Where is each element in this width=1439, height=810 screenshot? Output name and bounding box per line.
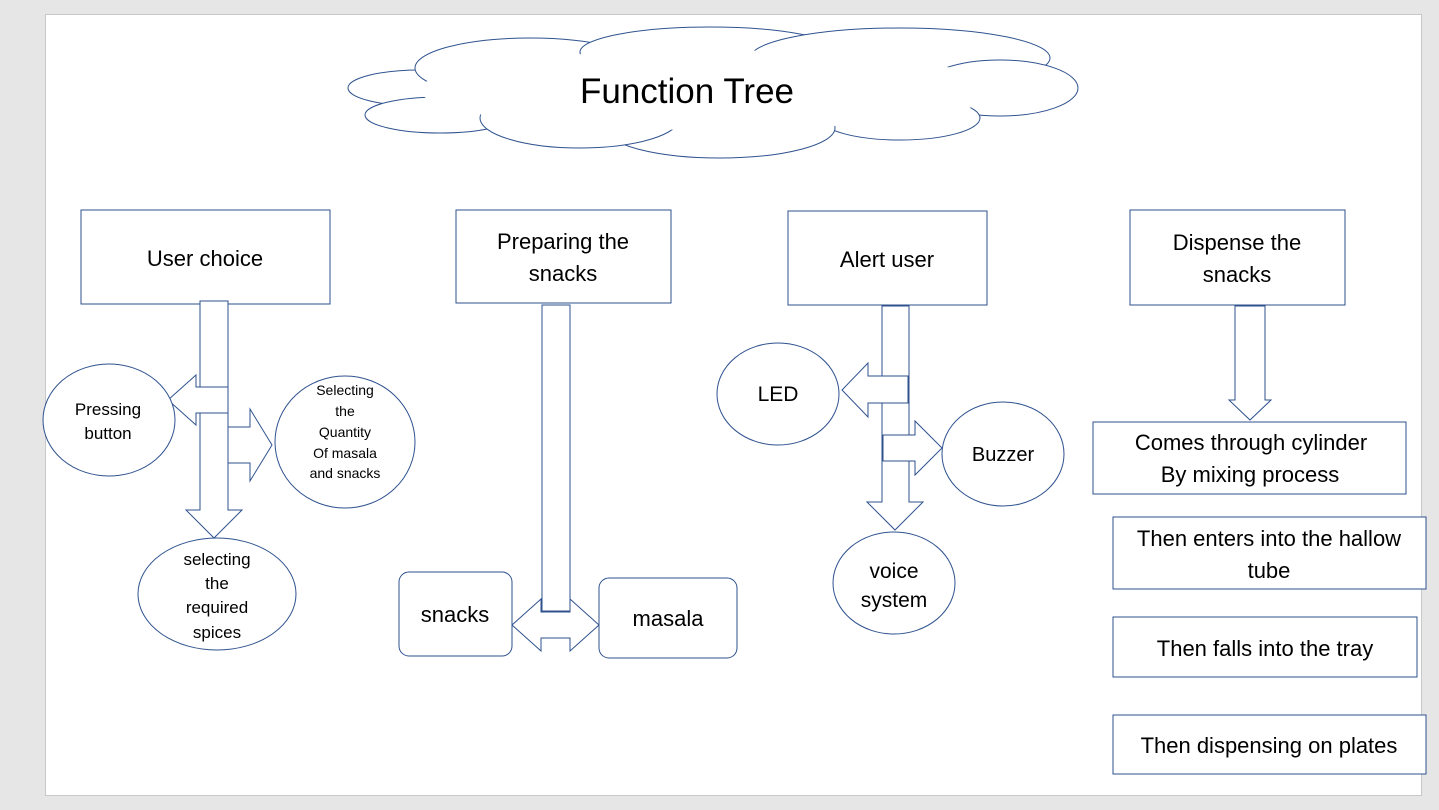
snacks-node (398, 571, 513, 657)
preparing-heading-line-1: Preparing the (497, 229, 629, 254)
selecting-spices-line-3: required (186, 598, 248, 617)
selecting-spices-line-1: selecting (183, 550, 250, 569)
user-choice-heading: User choice (147, 246, 263, 271)
step-1-line-2: By mixing process (1161, 462, 1340, 487)
dispense-heading-line-1: Dispense the (1173, 230, 1301, 255)
left-arrow (167, 373, 229, 427)
voice-system-line-1: voice (869, 560, 918, 583)
title-cloud (347, 26, 1079, 159)
down-arrow-2 (865, 305, 925, 531)
step-3-label: Then falls into the tray (1157, 636, 1373, 661)
selecting-spices-node (137, 537, 297, 651)
down-bar (541, 304, 571, 612)
selecting-spices-line-2: the (205, 574, 229, 593)
selecting-quantity-line-2: the (335, 403, 355, 419)
snacks-label: snacks (421, 602, 489, 627)
right-arrow (227, 407, 273, 483)
selecting-quantity-line-3: Quantity (319, 424, 371, 440)
selecting-spices-line-4: spices (193, 623, 241, 642)
step-4-label: Then dispensing on plates (1141, 733, 1398, 758)
led-label: LED (758, 383, 799, 406)
preparing-snacks-box (455, 209, 672, 304)
dispense-heading-line-2: snacks (1203, 262, 1271, 287)
masala-label: masala (633, 606, 705, 631)
buzzer-node (941, 401, 1065, 507)
dispense-snacks-box (1129, 209, 1346, 306)
down-arrow-3 (1227, 305, 1273, 421)
alert-user-heading: Alert user (840, 247, 934, 272)
selecting-quantity-line-1: Selecting (316, 382, 374, 398)
down-arrow (184, 300, 244, 539)
user-choice-box (80, 209, 331, 305)
voice-system-line-2: system (861, 589, 928, 612)
diagram-title: Function Tree (580, 72, 794, 111)
right-arrow-2 (882, 419, 943, 477)
masala-node (598, 577, 738, 659)
selecting-quantity-line-4: Of masala (313, 445, 377, 461)
alert-user-box (787, 210, 988, 306)
pressing-button-line-1: Pressing (75, 400, 141, 419)
buzzer-label: Buzzer (972, 444, 1035, 466)
step-box-4 (1112, 714, 1427, 775)
selecting-quantity-line-5: and snacks (310, 465, 381, 481)
step-1-line-1: Comes through cylinder (1135, 430, 1367, 455)
pressing-button-node (42, 363, 176, 477)
voice-system-node (832, 531, 956, 635)
left-arrow-2 (841, 361, 909, 419)
preparing-heading-line-2: snacks (529, 261, 597, 286)
step-2-line-1: Then enters into the hallow (1137, 526, 1401, 551)
step-box-2 (1112, 516, 1427, 590)
pressing-button-line-2: button (84, 424, 131, 443)
selecting-quantity-node (274, 375, 416, 509)
led-node (716, 342, 840, 446)
step-box-3 (1112, 616, 1418, 678)
step-2-line-2: tube (1248, 558, 1291, 583)
step-box-1 (1092, 421, 1407, 495)
